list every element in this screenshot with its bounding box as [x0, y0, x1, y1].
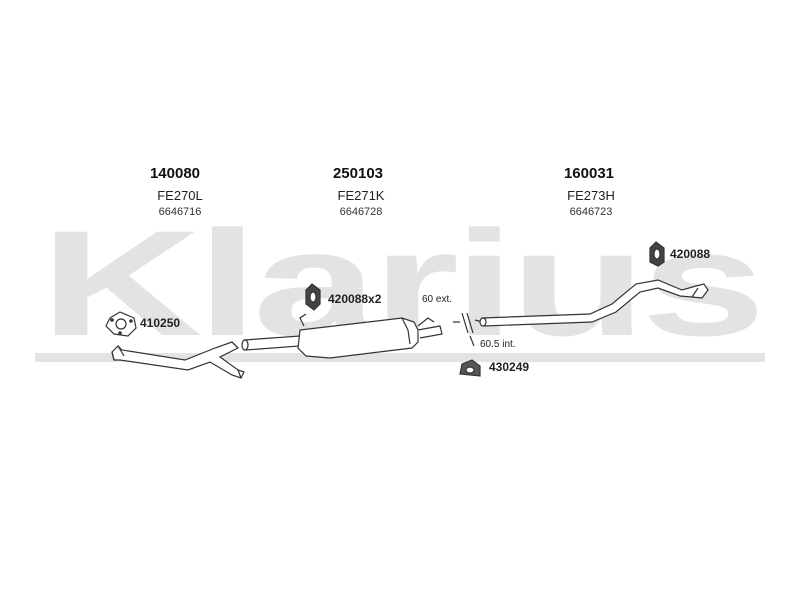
internal-diameter-label: 60.5 int.: [480, 339, 516, 350]
part-number-front-pipe: 140080: [149, 165, 201, 182]
code-centre-silencer: FE271K: [337, 188, 385, 203]
external-diameter-label: 60 ext.: [422, 294, 453, 305]
reference-centre-silencer: 6646728: [339, 206, 383, 218]
rubber-mount-label: 420088x2: [328, 292, 382, 306]
rubber-mount-icon-right: [649, 241, 665, 267]
part-number-rear-pipe: 160031: [563, 165, 615, 182]
centre-silencer: [241, 313, 443, 359]
part-number-centre-silencer: 250103: [332, 165, 384, 182]
clamp-label: 430249: [489, 360, 530, 374]
clamp-icon: [459, 359, 481, 377]
code-rear-pipe: FE273H: [567, 188, 615, 203]
gasket-label: 410250: [140, 316, 181, 330]
gasket-icon: [105, 311, 137, 337]
rear-pipe: [479, 279, 709, 327]
reference-rear-pipe: 6646723: [569, 206, 613, 218]
reference-front-pipe: 6646716: [158, 206, 202, 218]
joint-marker: [453, 312, 483, 347]
rubber-mount-icon: [305, 283, 321, 311]
front-pipe: [111, 341, 245, 379]
code-front-pipe: FE270L: [157, 188, 203, 203]
rubber-mount-right-label: 420088: [670, 247, 711, 261]
